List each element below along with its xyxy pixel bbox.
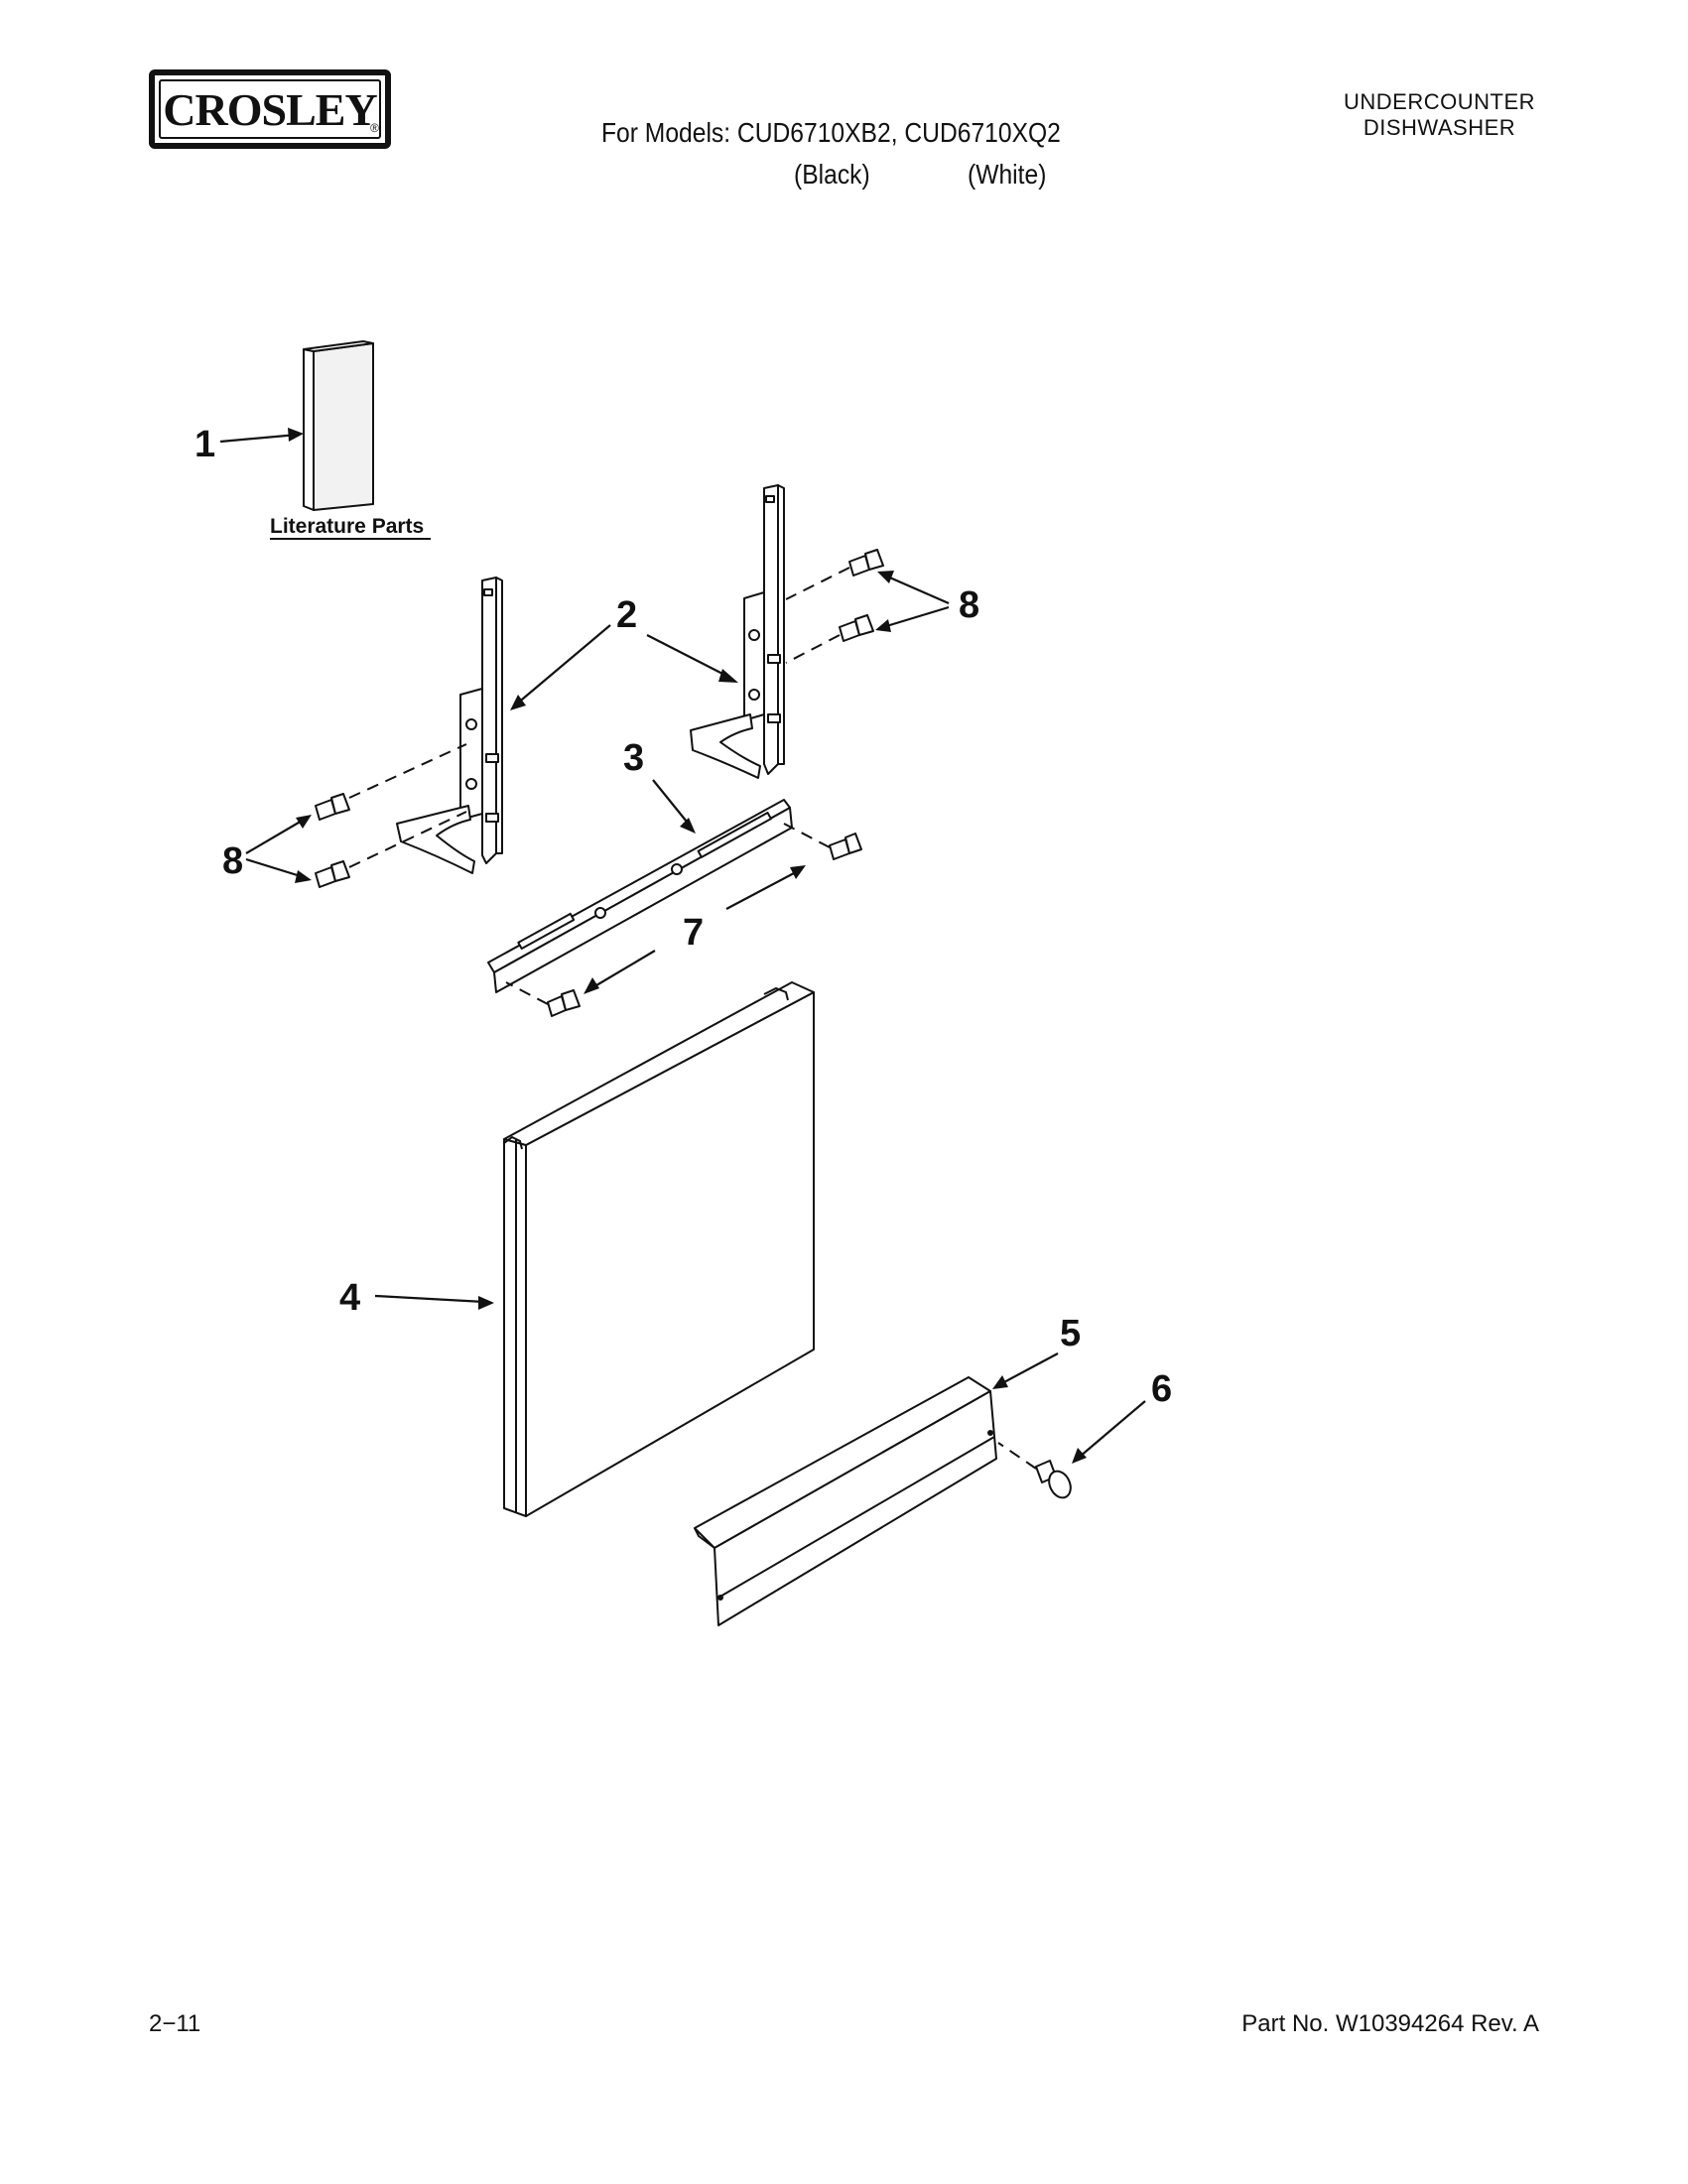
- arrow-2-left: [510, 695, 526, 710]
- arrow-8-right-upper: [877, 571, 894, 583]
- leader-1: [219, 433, 299, 444]
- arrow-8-left-upper: [296, 815, 312, 829]
- logo-text: CROSLEY: [163, 83, 377, 135]
- page-number: 2−11: [149, 2010, 201, 2037]
- leader-2-right: [646, 634, 731, 679]
- literature-caption: Literature Parts: [270, 515, 424, 538]
- leader-2-left: [515, 624, 611, 706]
- part-side-bracket-right: [690, 484, 785, 779]
- leader-4: [374, 1294, 485, 1304]
- variant-black: (Black): [794, 159, 870, 190]
- product-line-1: UNDERCOUNTER: [1344, 89, 1535, 114]
- callout-8-right: 8: [959, 584, 979, 626]
- leader-7-lower: [590, 950, 656, 989]
- screw-path-right-upper: [785, 567, 850, 600]
- product-type: UNDERCOUNTER DISHWASHER: [1344, 89, 1535, 141]
- leader-8-left-upper: [245, 819, 305, 854]
- part-door-panel: [503, 981, 815, 1517]
- part-literature-booklet: [303, 340, 374, 511]
- arrow-8-right-lower: [875, 619, 891, 632]
- arrow-3: [680, 818, 696, 834]
- models-line: For Models: CUD6710XB2, CUD6710XQ2: [601, 117, 1061, 148]
- part-rail-screw-upper: [829, 833, 862, 860]
- leader-3: [652, 779, 692, 828]
- callout-6: 6: [1151, 1368, 1172, 1410]
- callout-4: 4: [339, 1277, 360, 1319]
- part-rail-screw-lower: [547, 989, 581, 1017]
- arrow-6: [1072, 1448, 1087, 1464]
- arrow-7-upper: [790, 865, 806, 879]
- part-bracket-screws-right: [839, 549, 884, 642]
- screw-path-left-upper: [348, 743, 467, 799]
- leader-8-right-lower: [882, 605, 950, 629]
- product-line-2: DISHWASHER: [1363, 115, 1516, 140]
- part-toe-panel-screw: [1035, 1460, 1072, 1499]
- arrow-2-right: [718, 669, 738, 683]
- screw-path-right-lower: [785, 634, 841, 664]
- leader-5: [1001, 1352, 1059, 1384]
- callout-8-left: 8: [222, 840, 243, 882]
- registered-mark: ®: [370, 121, 379, 135]
- variant-white: (White): [968, 159, 1047, 190]
- logo-border: [159, 79, 381, 139]
- arrow-8-left-lower: [295, 870, 312, 883]
- leader-8-left-lower: [245, 857, 305, 879]
- screw-path-upper: [783, 823, 831, 848]
- callout-2: 2: [616, 594, 637, 636]
- arrow-1: [288, 428, 304, 442]
- callout-3: 3: [623, 737, 644, 779]
- screw-path-toe: [997, 1442, 1037, 1470]
- leader-8-right-upper: [884, 574, 950, 605]
- screw-path-left-lower: [348, 811, 467, 868]
- arrow-4: [478, 1296, 494, 1310]
- part-side-bracket-left: [396, 577, 503, 874]
- callout-1: 1: [195, 424, 215, 465]
- part-bracket-screws-left: [315, 793, 350, 888]
- callout-5: 5: [1060, 1313, 1081, 1354]
- arrow-5: [992, 1375, 1008, 1389]
- screw-path-lower: [505, 981, 549, 1005]
- part-mounting-rail: [487, 799, 793, 993]
- leader-6: [1079, 1400, 1146, 1458]
- leader-7-upper: [725, 872, 795, 910]
- brand-logo: CROSLEY ®: [149, 69, 391, 149]
- callout-7: 7: [683, 912, 704, 954]
- part-toe-panel: [694, 1376, 997, 1626]
- arrow-7-lower: [584, 977, 599, 994]
- part-number: Part No. W10394264 Rev. A: [1241, 2010, 1539, 2037]
